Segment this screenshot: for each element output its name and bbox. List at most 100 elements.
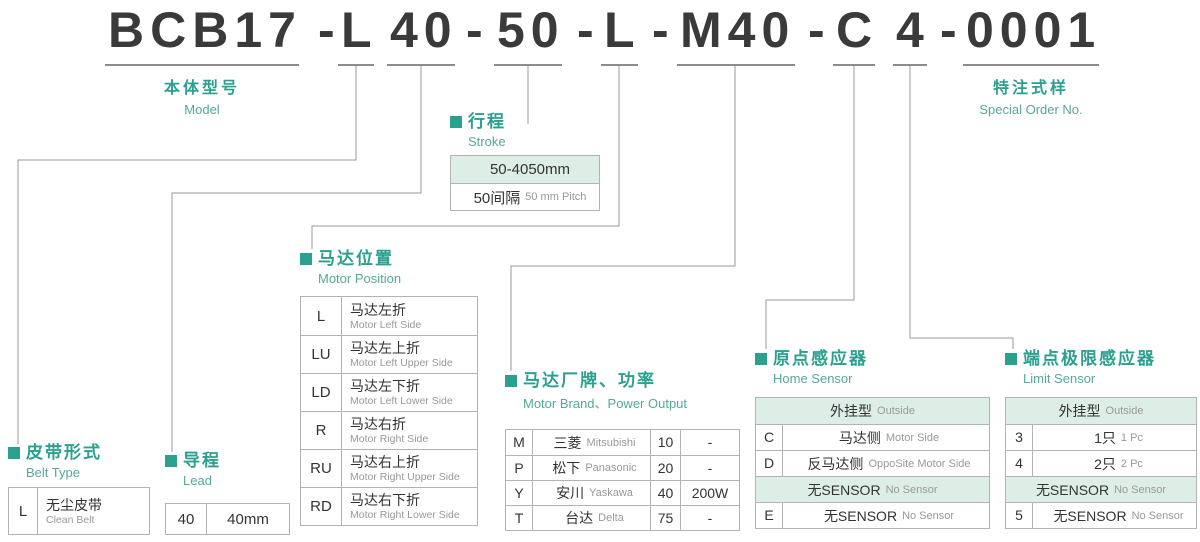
power-value: - [707,434,713,450]
motor-brand-section-header: 马达厂牌、功率 Motor Brand、Power Output [505,371,687,412]
section-marker-icon [165,455,177,467]
code-cell: 5 [1006,503,1032,528]
table-row: L 马达左折 Motor Left Side [301,297,477,335]
code-cell: RU [301,450,341,487]
code-cell: T [506,506,532,530]
value-cell: 40mm [206,504,289,534]
motor-position-table: L 马达左折 Motor Left Side LU 马达左上折 Motor Le… [300,296,478,526]
motor-brand-table: M 三菱 Mitsubishi 10 - P 松下 Panasonic 20 -… [505,429,740,531]
group-zh: 外挂型 [1058,403,1101,419]
desc-cell: 2只 2 Pc [1032,451,1196,476]
option-zh: 马达右上折 [350,454,420,470]
code-cell: 3 [1006,425,1032,450]
belt-type-title-en: Belt Type [26,465,80,480]
model-label-en: Model [184,102,220,117]
limit-sensor-table: 外挂型 Outside 3 1只 1 Pc 4 2只 2 Pc 无SENSOR … [1005,397,1197,529]
code-cell: LU [301,336,341,373]
belt-type-title-zh: 皮带形式 [26,443,102,462]
lead-title-zh: 导程 [183,451,221,470]
lead-section-header: 导程 Lead [165,451,221,488]
motor-brand-title-en: Motor Brand、Power Output [523,396,688,411]
section-marker-icon [1005,353,1017,365]
brand-en: Yaskawa [589,487,633,499]
model-segment-series: BCB17 [108,2,302,58]
desc-cell: 1只 1 Pc [1032,425,1196,450]
table-row: Y 安川 Yaskawa 40 200W [506,480,739,505]
option-code: 3 [1015,429,1023,445]
desc-cell: 无SENSOR No Sensor [782,503,989,528]
option-zh: 1只 [1094,429,1116,446]
option-en: Motor Right Side [350,433,429,445]
table-row: P 松下 Panasonic 20 - [506,455,739,480]
option-en: No Sensor [1131,509,1184,522]
group-zh: 外挂型 [830,403,873,419]
home-sensor-section-header: 原点感应器 Home Sensor [755,349,868,386]
brand-cell: 三菱 Mitsubishi [532,430,650,455]
group-header-row: 外挂型 Outside [1006,398,1196,424]
power-code-cell: 20 [650,456,680,480]
special-order-label-zh: 特注式样 [992,80,1069,97]
option-en: 2 Pc [1120,457,1143,470]
code-cell: 40 [166,504,206,534]
desc-cell: 马达左上折 Motor Left Upper Side [341,336,477,373]
lead-table: 40 40mm [165,503,290,535]
option-zh: 马达右下折 [350,492,420,508]
desc-cell: 无SENSOR No Sensor [1032,503,1196,528]
option-zh: 马达右折 [350,416,406,432]
option-code: 5 [1015,507,1023,523]
option-zh: 马达左下折 [350,378,420,394]
option-code: 40 [177,510,195,528]
option-en: Motor Left Side [350,318,422,331]
special-order-label: 特注式样 Special Order No. [931,74,1131,117]
option-zh: 无SENSOR [1053,507,1127,524]
section-marker-icon [8,447,20,459]
code-cell: M [506,430,532,455]
home-sensor-title-zh: 原点感应器 [773,349,868,368]
code-cell: E [756,503,782,528]
stroke-title-en: Stroke [468,134,506,149]
code-cell: 4 [1006,451,1032,476]
code-cell: P [506,456,532,480]
table-row: M 三菱 Mitsubishi 10 - [506,430,739,455]
table-row: RD 马达右下折 Motor Right Lower Side [301,487,477,525]
model-segment-lead: 40 [390,2,458,58]
limit-sensor-title-zh: 端点极限感应器 [1023,349,1156,368]
table-row: L 无尘皮带 Clean Belt [9,488,149,534]
stroke-table: 50-4050mm 50间隔 50 mm Pitch [450,155,600,211]
stroke-title-zh: 行程 [468,112,506,131]
brand-cell: 松下 Panasonic [532,456,650,480]
model-segment-home-sensor: C [836,2,879,58]
option-zh: 马达左上折 [350,340,420,356]
option-code: T [514,509,524,526]
model-separator: - [318,2,341,58]
underline-limit-sensor [893,64,927,66]
power-code: 10 [657,434,674,450]
brand-en: Delta [598,512,624,524]
table-row: R 马达右折 Motor Right Side [301,411,477,449]
option-en: 1 Pc [1120,431,1143,444]
brand-zh: 松下 [552,460,581,476]
option-code: P [514,459,524,476]
table-row: 4 2只 2 Pc [1006,450,1196,476]
table-row: C 马达侧 Motor Side [756,424,989,450]
stroke-pitch-zh: 50间隔 [473,189,521,207]
option-code: M [513,434,525,450]
brand-cell: 安川 Yaskawa [532,481,650,505]
underline-lead [387,64,455,66]
model-separator: - [466,2,489,58]
table-row: T 台达 Delta 75 - [506,505,739,530]
stroke-section-header: 行程 Stroke [450,112,506,149]
model-label-zh: 本体型号 [163,80,240,97]
lead-title-en: Lead [183,473,212,488]
power-value: - [707,459,713,476]
desc-cell: 马达右下折 Motor Right Lower Side [341,488,477,525]
table-row: 50-4050mm [451,156,599,183]
desc-cell: 无尘皮带 Clean Belt [37,488,149,534]
desc-cell: 马达右上折 Motor Right Upper Side [341,450,477,487]
motor-brand-title-zh: 马达厂牌、功率 [523,371,656,390]
brand-en: Mitsubishi [586,436,636,449]
option-code: LD [311,384,331,401]
option-code: LU [311,346,331,363]
table-row: 3 1只 1 Pc [1006,424,1196,450]
table-row: 50间隔 50 mm Pitch [451,183,599,210]
